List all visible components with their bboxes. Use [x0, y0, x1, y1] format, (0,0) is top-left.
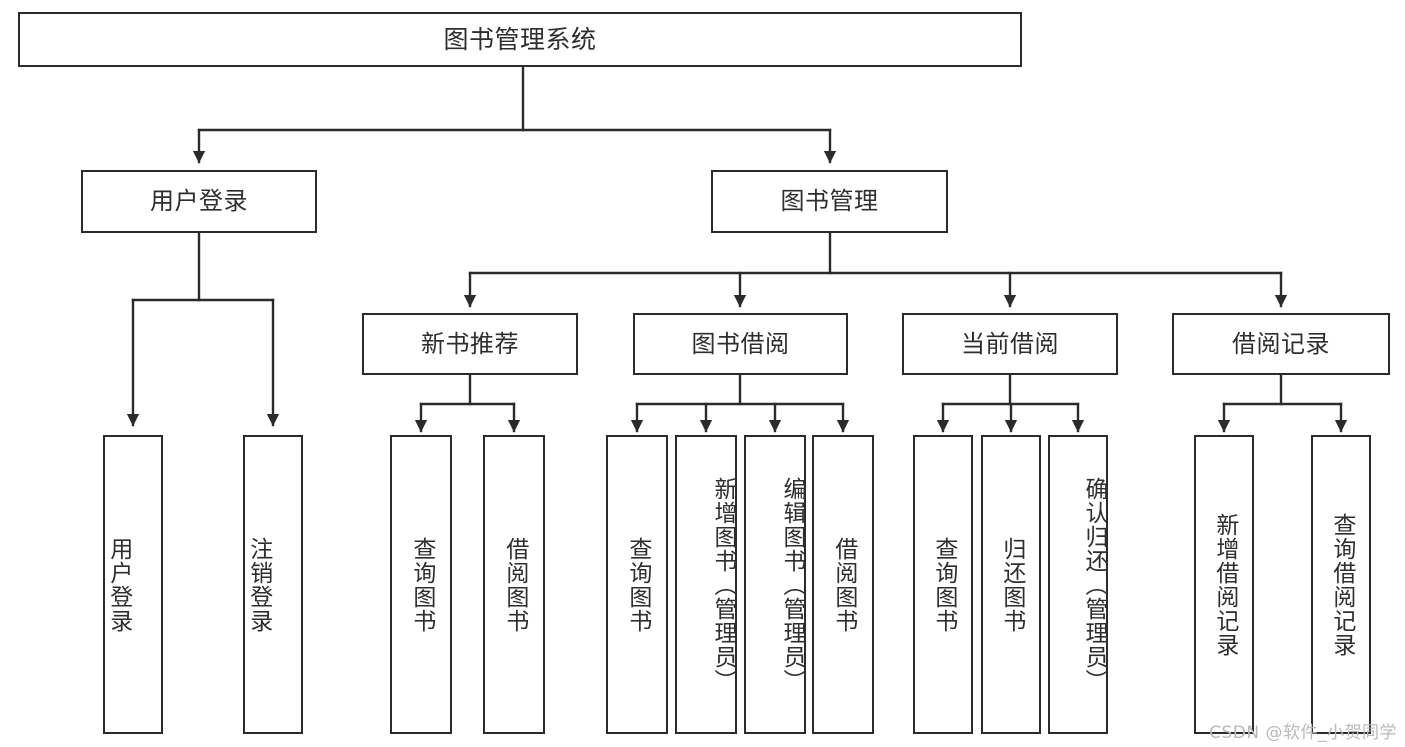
node-label: 借阅记录 — [1232, 329, 1330, 358]
node-label: 编辑图书（管理员） — [779, 476, 805, 693]
leaf-user-login-login[interactable]: 用户登录 — [103, 435, 163, 734]
node-label: 用户登录 — [105, 536, 132, 633]
node-label: 注销登录 — [245, 536, 272, 633]
node-label: 查询图书 — [408, 536, 435, 633]
node-book-management[interactable]: 图书管理 — [711, 170, 948, 233]
node-label: 新增借阅记录 — [1211, 512, 1238, 657]
node-label: 查询图书 — [930, 536, 957, 633]
node-label: 借阅图书 — [501, 536, 528, 633]
leaf-book-borrow-edit[interactable]: 编辑图书（管理员） — [744, 435, 806, 734]
leaf-book-borrow-query[interactable]: 查询图书 — [606, 435, 668, 734]
node-label: 图书借阅 — [691, 329, 790, 358]
node-label: 查询图书 — [624, 536, 651, 633]
leaf-current-borrow-query[interactable]: 查询图书 — [913, 435, 973, 734]
node-user-login[interactable]: 用户登录 — [81, 170, 317, 233]
node-root-book-management-system[interactable]: 图书管理系统 — [18, 12, 1022, 67]
node-new-book-recommend[interactable]: 新书推荐 — [362, 313, 578, 375]
leaf-new-book-borrow[interactable]: 借阅图书 — [483, 435, 545, 734]
node-label: 图书管理系统 — [443, 24, 597, 54]
leaf-current-borrow-confirm-return[interactable]: 确认归还（管理员） — [1048, 435, 1108, 734]
node-label: 新书推荐 — [421, 329, 519, 358]
leaf-borrow-record-query[interactable]: 查询借阅记录 — [1311, 435, 1371, 734]
leaf-current-borrow-return[interactable]: 归还图书 — [981, 435, 1041, 734]
leaf-book-borrow-borrow[interactable]: 借阅图书 — [812, 435, 874, 734]
leaf-user-login-logout[interactable]: 注销登录 — [243, 435, 303, 734]
node-label: 借阅图书 — [830, 536, 857, 633]
node-label: 用户登录 — [150, 187, 248, 216]
node-label: 新增图书（管理员） — [710, 476, 736, 693]
leaf-new-book-query[interactable]: 查询图书 — [390, 435, 452, 734]
csdn-watermark: CSDN @软件_小贺同学 — [1209, 723, 1397, 743]
node-book-borrow[interactable]: 图书借阅 — [633, 313, 848, 375]
node-label: 查询借阅记录 — [1328, 512, 1355, 657]
node-label: 图书管理 — [780, 187, 879, 216]
node-label: 归还图书 — [998, 536, 1025, 633]
leaf-borrow-record-add[interactable]: 新增借阅记录 — [1194, 435, 1254, 734]
node-label: 当前借阅 — [961, 329, 1059, 358]
node-current-borrow[interactable]: 当前借阅 — [902, 313, 1118, 375]
node-label: 确认归还（管理员） — [1081, 476, 1107, 693]
node-borrow-record[interactable]: 借阅记录 — [1172, 313, 1390, 375]
leaf-book-borrow-add[interactable]: 新增图书（管理员） — [675, 435, 737, 734]
